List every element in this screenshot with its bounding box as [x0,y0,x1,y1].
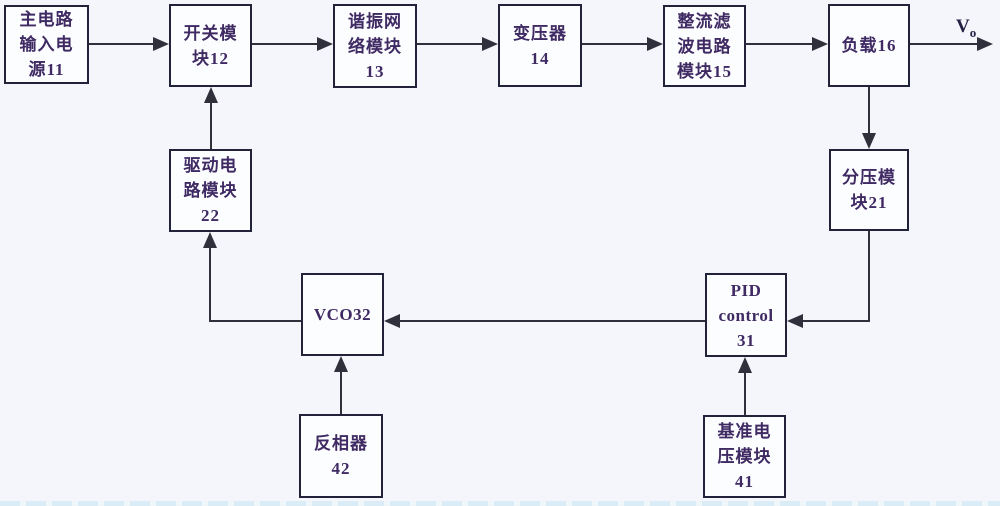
block-resonant-network: 谐振网 络模块 13 [333,4,417,88]
bottom-edge-strip [0,501,1000,506]
block-transformer: 变压器 14 [498,4,582,87]
block-vco-label: VCO32 [313,305,372,324]
connector-divider-to-pid-horizontal [801,320,870,322]
connector-transformer-to-rectifier [582,43,649,45]
connector-power-to-switch [89,43,155,45]
block-pid-control: PID control 31 [705,273,787,357]
connector-driver-to-switch [210,101,212,149]
block-load-label: 负载16 [841,36,897,55]
block-rectifier-filter: 整流滤 波电路 模块15 [663,5,746,87]
block-driver-circuit-label: 驱动电 路模块 22 [183,156,238,225]
block-rectifier-filter-label: 整流滤 波电路 模块15 [677,11,732,81]
arrowhead-power-to-switch [153,37,169,51]
block-inverter: 反相器 42 [299,414,383,498]
connector-divider-to-pid-vertical [868,231,870,322]
block-transformer-label: 变压器 14 [513,23,567,68]
connector-vco-to-driver-vertical [209,246,211,322]
arrowhead-switch-to-resonant [317,37,333,51]
connector-reference-to-pid [744,371,746,415]
arrowhead-reference-to-pid [738,357,752,373]
connector-inverter-to-vco [340,370,342,414]
arrowhead-load-to-divider [862,133,876,149]
connector-vco-to-driver-horizontal [209,320,301,322]
output-voltage-label: Vo [956,16,976,41]
output-voltage-symbol: V [956,16,970,37]
block-voltage-divider-label: 分压模 块21 [842,168,896,212]
block-vco: VCO32 [301,273,384,356]
connector-pid-to-vco [398,320,705,322]
block-inverter-label: 反相器 42 [314,434,368,478]
block-main-power: 主电路 输入电 源11 [4,5,89,84]
output-voltage-subscript: o [969,24,977,40]
arrowhead-inverter-to-vco [334,356,348,372]
block-resonant-network-label: 谐振网 络模块 13 [348,11,402,81]
arrowhead-resonant-to-transformer [482,37,498,51]
block-reference-voltage: 基准电 压模块 41 [703,415,786,498]
arrowhead-transformer-to-rectifier [647,37,663,51]
block-pid-control-label: PID control 31 [718,280,774,350]
arrowhead-divider-to-pid [787,314,803,328]
connector-rectifier-to-load [746,43,814,45]
arrowhead-output [977,37,993,51]
block-switch-module-label: 开关模 块12 [183,23,238,68]
block-reference-voltage-label: 基准电 压模块 41 [717,422,772,491]
connector-load-to-divider [868,87,870,135]
block-voltage-divider: 分压模 块21 [829,149,909,231]
arrowhead-rectifier-to-load [812,37,828,51]
connector-load-to-output [910,43,979,45]
connector-switch-to-resonant [252,43,319,45]
connector-resonant-to-transformer [417,43,484,45]
block-load: 负载16 [828,4,910,87]
block-driver-circuit: 驱动电 路模块 22 [169,149,252,232]
arrowhead-driver-to-switch [204,87,218,103]
arrowhead-vco-to-driver [203,232,217,248]
arrowhead-pid-to-vco [384,314,400,328]
block-switch-module: 开关模 块12 [169,4,252,87]
block-main-power-label: 主电路 输入电 源11 [19,10,74,79]
